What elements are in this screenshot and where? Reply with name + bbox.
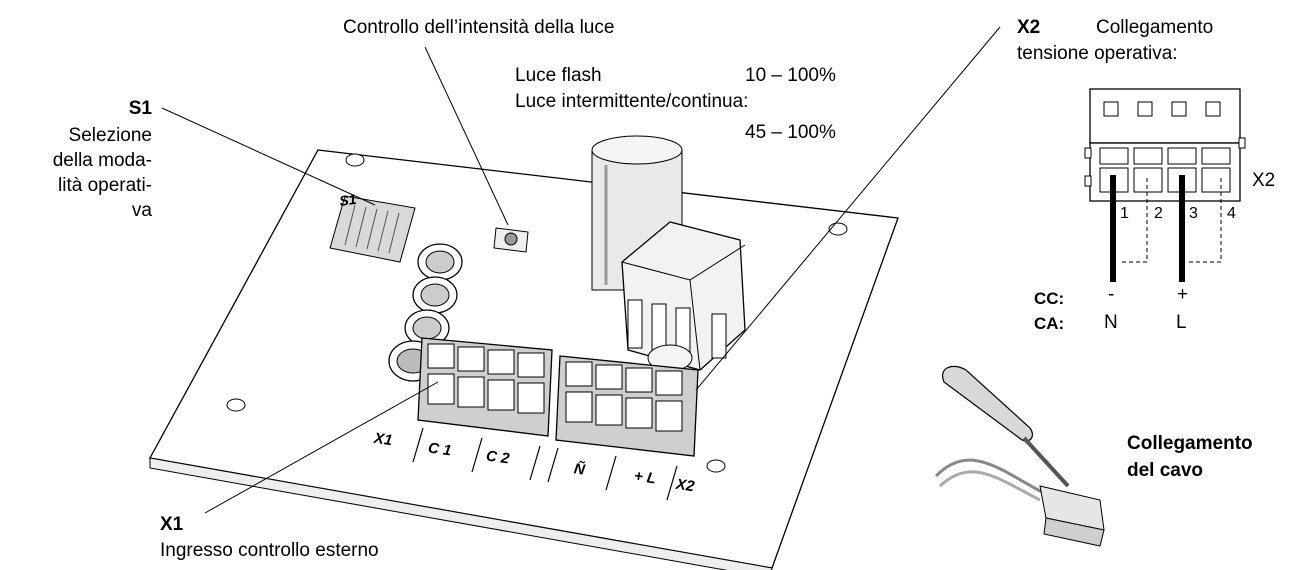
mounting-hole xyxy=(345,153,365,167)
cable-label-line1: Collegamento xyxy=(1127,433,1253,454)
terminal-1: 1 xyxy=(1120,205,1129,222)
x2-desc-line1: Collegamento xyxy=(1096,17,1214,38)
s1-desc-line2: della moda- xyxy=(52,150,152,171)
terminal-3: 3 xyxy=(1189,205,1198,222)
board-label-c2: C 2 xyxy=(484,447,511,468)
intensity-potentiometer xyxy=(493,227,529,253)
continuous-value: 45 – 100% xyxy=(745,122,836,143)
s1-desc-line1: Selezione xyxy=(68,125,152,146)
board-label-s1: S1 xyxy=(338,191,357,209)
board-label-l: + L xyxy=(632,467,658,488)
ca-line: L xyxy=(1176,312,1187,333)
board-label-c1: C 1 xyxy=(426,439,453,460)
transformer xyxy=(621,221,746,371)
flash-label: Luce flash xyxy=(515,65,602,86)
mounting-hole xyxy=(828,222,848,236)
s1-desc-line3: lità operati- xyxy=(58,175,152,196)
capacitor-round xyxy=(388,243,463,382)
ca-label: CA: xyxy=(1034,314,1065,333)
screwdriver-cable-illustration xyxy=(934,365,1105,547)
x2-desc-line2: tensione operativa: xyxy=(1017,43,1178,64)
terminal-4: 4 xyxy=(1227,205,1236,222)
x1-id: X1 xyxy=(160,514,184,535)
terminal-block-x2 xyxy=(555,355,699,457)
x2-connector-detail xyxy=(1084,88,1246,282)
board-label-x2: X2 xyxy=(674,475,696,496)
terminal-2: 2 xyxy=(1154,205,1163,222)
mounting-hole xyxy=(706,459,726,473)
cc-label: CC: xyxy=(1034,289,1065,308)
mounting-hole xyxy=(226,398,246,412)
silkscreen-dividers xyxy=(412,427,678,501)
s1-id: S1 xyxy=(128,98,152,119)
callout-lines xyxy=(161,26,1001,514)
dip-switch-s1 xyxy=(329,195,416,263)
flash-value: 10 – 100% xyxy=(745,65,836,86)
terminal-block-x1 xyxy=(417,337,553,437)
s1-desc-line4: va xyxy=(131,200,152,221)
pcb-edge xyxy=(149,457,773,570)
cable-label-line2: del cavo xyxy=(1127,460,1204,481)
ca-neutral: N xyxy=(1104,312,1118,333)
continuous-label: Luce intermittente/continua: xyxy=(515,91,749,112)
x2-id: X2 xyxy=(1017,17,1041,38)
x1-desc: Ingresso controllo esterno xyxy=(160,540,379,561)
board-label-x1: X1 xyxy=(372,429,394,450)
x2-side-label: X2 xyxy=(1252,170,1276,191)
cc-negative: - xyxy=(1108,284,1115,305)
cc-positive: + xyxy=(1177,284,1189,305)
intensity-title: Controllo dell’intensità della luce xyxy=(343,17,615,38)
